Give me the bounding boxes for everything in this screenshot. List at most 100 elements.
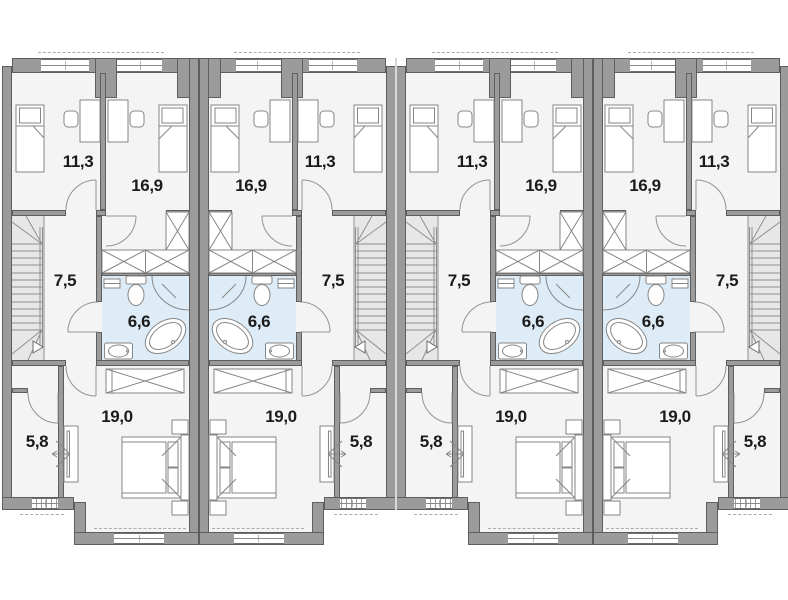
door-bedroom-b: [655, 215, 687, 247]
unit-2: 11,3 16,9 7,5 6,6 19,0 5,8: [199, 52, 396, 557]
door-bedroom-a: [695, 179, 727, 211]
master-bedroom-furniture: [499, 368, 584, 516]
stair-direction-arrow-icon: [748, 340, 760, 354]
mattress: [231, 441, 277, 494]
room-label-hall: 7,5: [447, 271, 471, 290]
hall-wardrobe: [495, 249, 584, 274]
headboard: [574, 434, 584, 501]
window-master: [114, 533, 164, 544]
bathroom-fixtures: [103, 275, 190, 360]
corner-shower: [208, 275, 247, 311]
unit-linework: [602, 99, 781, 516]
wall-hall-top-stub: [96, 210, 106, 216]
door-swings: [27, 179, 137, 424]
wardrobe-cross: [101, 249, 190, 274]
desk: [473, 99, 495, 143]
bathtub-drain: [565, 340, 569, 344]
bed-fold-line: [16, 125, 45, 139]
hall-wardrobe: [602, 249, 691, 274]
door-master: [459, 365, 491, 397]
window-dressing: [32, 498, 58, 509]
building-separation-seam: [395, 58, 397, 510]
chair: [253, 110, 269, 128]
nightstand: [209, 419, 227, 435]
headboard: [180, 434, 190, 501]
room-label-bedroom-b: 16,9: [525, 176, 557, 195]
door-bedroom-a: [301, 179, 333, 211]
chair: [129, 110, 145, 128]
hall-wardrobe: [208, 249, 297, 274]
stair-handrail: [353, 216, 359, 360]
corner-shower: [151, 275, 190, 311]
stair-treads: [406, 243, 436, 331]
sink-faucet: [663, 349, 666, 353]
room-label-bedroom-a: 11,3: [62, 152, 94, 171]
toilet-tank: [125, 275, 147, 285]
toilet-bowl: [127, 284, 145, 306]
chair: [319, 110, 335, 128]
window-dressing: [426, 498, 452, 509]
wardrobe-cross: [559, 211, 584, 251]
stair-direction-arrow-icon: [32, 340, 44, 354]
room-label-hall: 7,5: [53, 271, 77, 290]
room-label-master: 19,0: [101, 407, 133, 426]
sink-faucet: [269, 349, 272, 353]
wall-hall-top-stub: [490, 210, 500, 216]
bed-pillow: [161, 107, 184, 124]
dressing-room-furniture: [713, 425, 741, 483]
bay-floor: [480, 510, 583, 532]
nightstand: [565, 419, 583, 435]
wardrobe-cross: [208, 211, 233, 251]
room-label-bedroom-a: 11,3: [456, 152, 488, 171]
mirror-rays-icon: [327, 440, 347, 468]
sink-faucet: [126, 349, 129, 353]
bed-pillow: [561, 467, 573, 494]
wall-mid-bottom: [12, 360, 66, 366]
bed-pillow: [555, 107, 578, 124]
bathtub-drain: [617, 340, 621, 344]
bed-pillow: [357, 107, 379, 124]
bathtub-drain: [171, 340, 175, 344]
bed-fold-line: [216, 436, 237, 499]
chair: [63, 110, 79, 128]
wall-hall-top: [406, 210, 460, 216]
bedroom-a-furniture: [691, 99, 777, 173]
bed-fold-line: [555, 436, 576, 499]
room-label-bedroom-b: 16,9: [235, 176, 267, 195]
door-dressing: [339, 392, 371, 424]
bed-pillow: [167, 467, 179, 494]
toilet-bowl: [253, 284, 271, 306]
master-bedroom-furniture: [208, 368, 293, 516]
chair: [713, 110, 729, 128]
roofline-dash-bay: [94, 528, 186, 529]
shower-door-line: [221, 283, 237, 299]
stair-treads: [12, 243, 42, 331]
bed-pillow: [219, 467, 231, 494]
toilet-tank: [251, 275, 273, 285]
stair-direction-arrow-icon: [426, 340, 438, 354]
door-swings: [421, 179, 531, 424]
hall-wardrobe: [101, 249, 190, 274]
unit-1: 11,3 16,9 7,5 6,6 19,0 5,8: [2, 52, 199, 557]
wall-mid-bottom: [406, 360, 460, 366]
stair-treads: [750, 243, 780, 331]
bed-pillow: [751, 107, 773, 124]
staircase: [747, 215, 781, 361]
bathroom-fixtures: [208, 275, 295, 360]
nightstand: [209, 500, 227, 516]
sink-basin: [502, 344, 523, 358]
mirror-rays-icon: [445, 440, 465, 468]
room-label-bedroom-a: 11,3: [698, 152, 730, 171]
roofline-dash-dressing: [414, 514, 458, 515]
dressing-room-furniture: [445, 425, 473, 483]
bedroom-b-furniture: [208, 99, 291, 251]
master-bedroom-furniture: [105, 368, 190, 516]
bed-pillow: [561, 441, 573, 468]
stair-winders: [355, 215, 387, 361]
bed-fold-line: [161, 436, 182, 499]
door-dressing: [733, 392, 765, 424]
bed-pillow: [167, 441, 179, 468]
door-swings: [261, 179, 371, 424]
mattress: [121, 441, 167, 494]
unit-4: 11,3 16,9 7,5 6,6 19,0 5,8: [593, 52, 788, 557]
